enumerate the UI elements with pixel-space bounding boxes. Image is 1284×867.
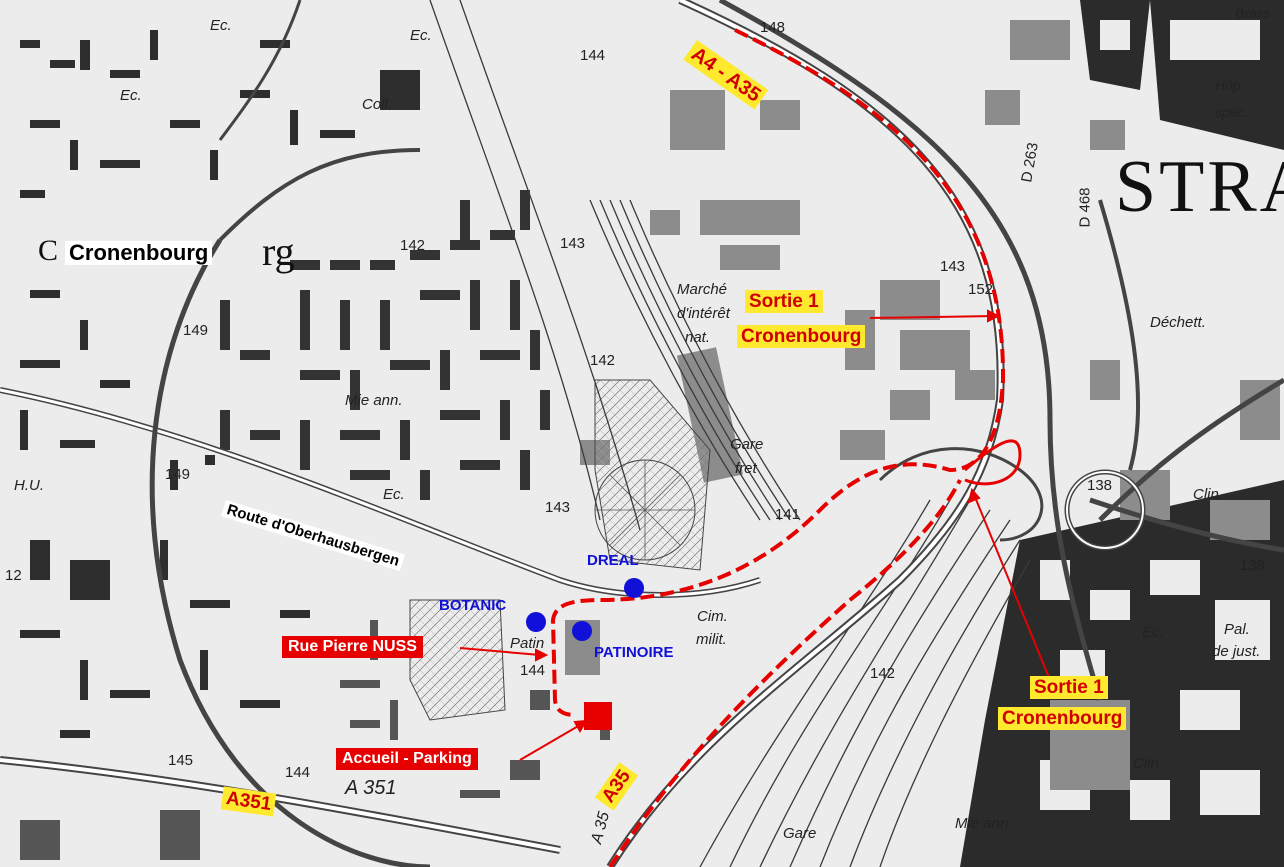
district-name-suffix: rg (262, 229, 295, 274)
elevation-label: 144 (580, 47, 606, 64)
map-label-hu: H.U. (14, 477, 44, 494)
map-label-school: Ec. (120, 87, 142, 104)
elevation-label: 143 (545, 499, 571, 516)
map-label-militaire: milit. (696, 631, 727, 648)
map-label-palais: Pal. (1224, 621, 1250, 638)
map-label-gare-fret: fret (735, 460, 757, 477)
railway-lines (429, 0, 1031, 867)
elevation-label: 138 (1087, 477, 1113, 494)
poi-markers (526, 578, 644, 730)
map-label-hospital: Hôp. (1215, 77, 1245, 93)
dreal-marker (624, 578, 644, 598)
route-highlight (550, 28, 1022, 867)
city-name-strasbourg: STRA (1115, 146, 1284, 228)
botanic-marker (526, 612, 546, 632)
map-label-patinoire: Patin (510, 635, 545, 652)
elevation-label: 144 (285, 764, 311, 781)
map-label-brass: Brass (1235, 5, 1271, 21)
map-label-school: Ec. (410, 27, 432, 44)
map-label-mie-ann: Mie ann. (955, 815, 1013, 832)
poi-label-dreal: DREAL (587, 552, 639, 569)
map-label-gare: Gare (783, 825, 817, 842)
callout-accueil-parking: Accueil - Parking (336, 748, 478, 770)
map-label-gare-fret: Gare (730, 436, 764, 453)
elevation-label: 12 (5, 567, 22, 584)
map-label-a351: A 351 (345, 777, 397, 799)
map-label-school: Ec. (210, 17, 232, 34)
elevation-label: 142 (590, 352, 616, 369)
map-label-cimetiere: Cim. (697, 608, 728, 625)
callout-rue-pierre-nuss: Rue Pierre NUSS (282, 636, 423, 658)
residential-blocks (20, 30, 420, 738)
elevation-label: 144 (520, 662, 546, 679)
pointer-lines (459, 309, 1051, 761)
park-hatched-area (409, 599, 506, 721)
map-label-dechetterie: Déchett. (1150, 314, 1206, 331)
callout-sortie1-south-line2: Cronenbourg (998, 707, 1127, 730)
callout-sortie1-north-line2: Cronenbourg (737, 325, 866, 348)
map-label-d468: D 468 (1076, 187, 1094, 228)
elevation-label: 143 (560, 235, 586, 252)
cemetery-hatched-area (594, 379, 711, 571)
poi-label-botanic: BOTANIC (439, 597, 507, 614)
parking-marker (584, 702, 612, 730)
map-label-clinique: Clin. (1193, 486, 1224, 503)
map-label-college: Coll. (362, 96, 393, 113)
cronenbourg-grid (220, 190, 550, 500)
elevation-label: 142 (870, 665, 896, 682)
district-name-cronenbourg: Cronenbourg (65, 241, 213, 265)
map-label-school: Ec. (383, 486, 405, 503)
elevation-label: 141 (775, 506, 801, 523)
elevation-label: 142 (400, 237, 426, 254)
map-label-clinique: Clin. (1133, 755, 1164, 772)
elevation-label: 138 (1240, 557, 1266, 574)
patinoire-marker (572, 621, 592, 641)
district-initial: C (38, 234, 59, 267)
elevation-label: 149 (165, 466, 191, 483)
elevation-label: 152 (968, 281, 994, 298)
map-label-justice: de just. (1212, 643, 1261, 660)
poi-label-patinoire: PATINOIRE (594, 644, 674, 661)
callout-sortie1-south-line1: Sortie 1 (1030, 676, 1108, 699)
map-label-marche: nat. (685, 329, 711, 346)
elevation-label: 149 (183, 322, 209, 339)
map-label-marche: Marché (677, 281, 728, 298)
map-label-school: Ec. (1142, 624, 1164, 641)
map-label-mie-ann: Mie ann. (345, 392, 403, 409)
industrial-buildings (565, 20, 1280, 790)
elevation-label: 145 (168, 752, 194, 769)
callout-sortie1-north-line1: Sortie 1 (745, 290, 823, 313)
elevation-label: 148 (760, 19, 786, 36)
elevation-label: 143 (940, 258, 966, 275)
map-label-marche: d'intérêt (677, 305, 730, 322)
map-label-special: spéc. (1215, 104, 1249, 120)
